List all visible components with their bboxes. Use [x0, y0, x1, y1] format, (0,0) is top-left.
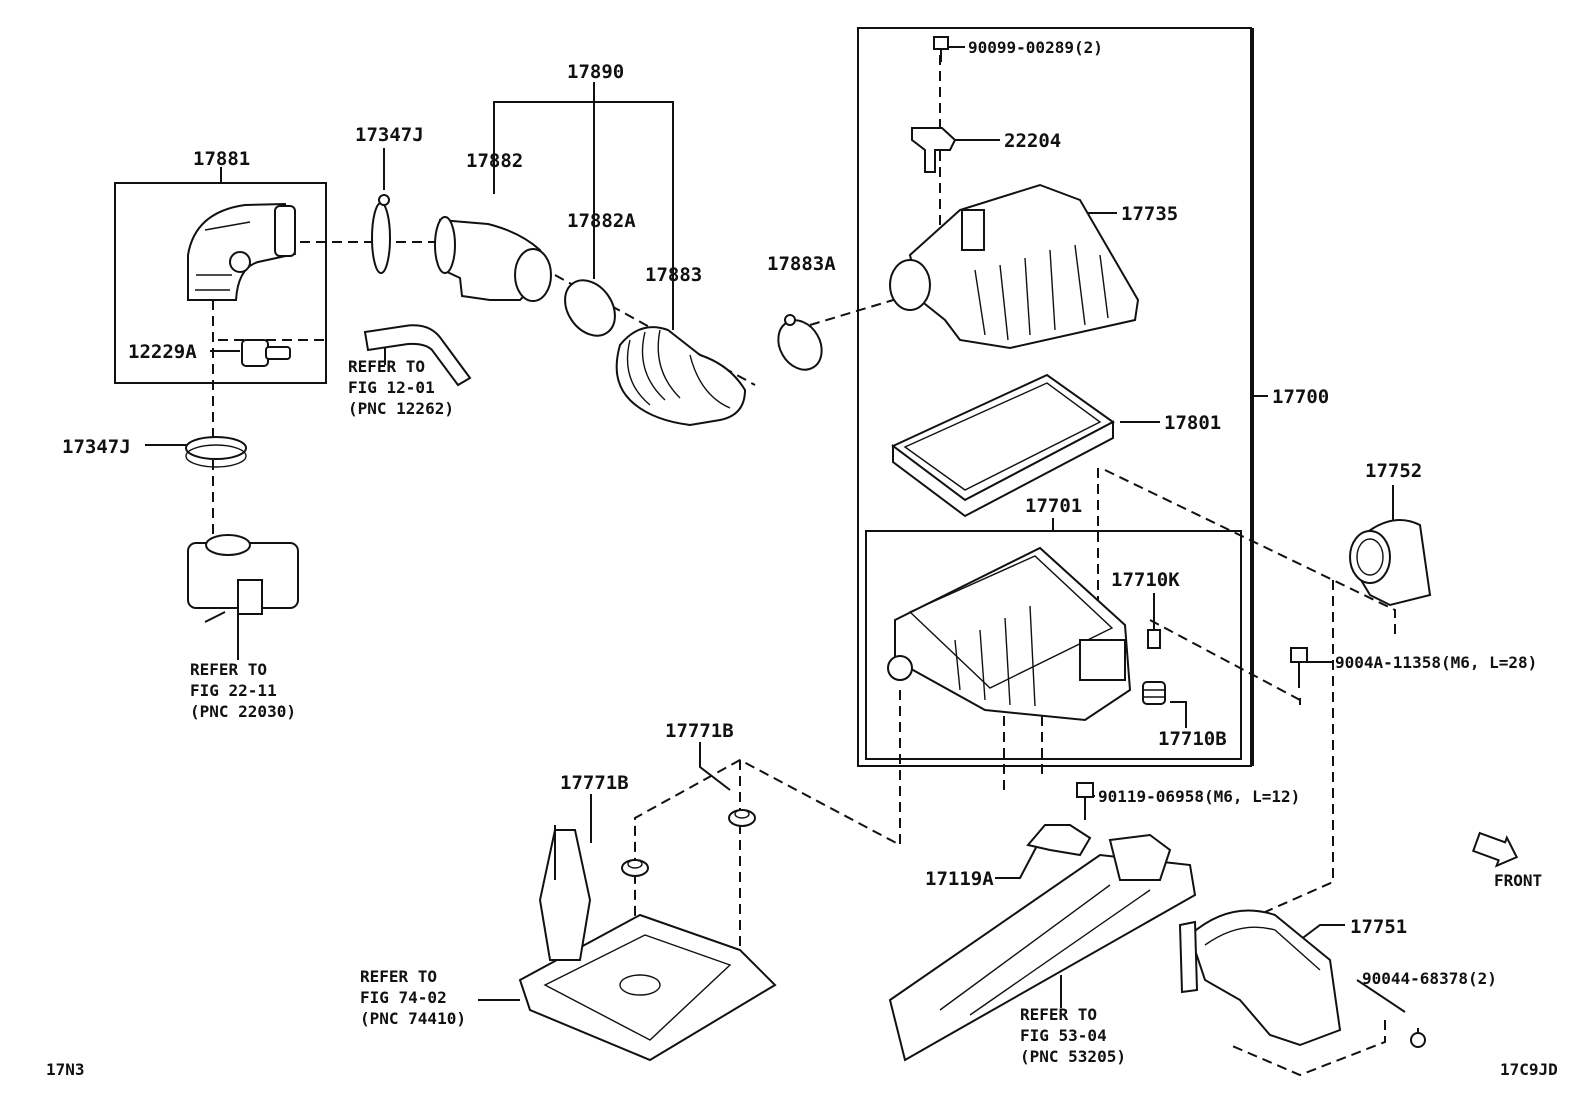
label-17119A: 17119A	[925, 868, 994, 890]
label-17735: 17735	[1121, 203, 1178, 225]
label-17882: 17882	[466, 150, 523, 172]
part-90044-clip	[1410, 1028, 1426, 1048]
label-front: FRONT	[1494, 871, 1542, 890]
label-17771B-a: 17771B	[665, 720, 734, 742]
ref-line: REFER TO	[190, 660, 267, 679]
part-12229A-valve	[241, 339, 291, 367]
ref-note-fig-22-11: REFER TO FIG 22-11 (PNC 22030)	[190, 660, 296, 721]
bracket-17890	[493, 82, 674, 330]
label-17701: 17701	[1025, 495, 1082, 517]
part-17752-duct	[1349, 519, 1432, 607]
part-17883A-clamp	[777, 314, 823, 371]
part-17801-filter	[891, 373, 1115, 518]
part-22204-sensor	[911, 127, 957, 173]
part-throttle-body	[187, 534, 299, 623]
diagram-code-right: 17C9JD	[1500, 1060, 1558, 1079]
ref-note-fig-74-02: REFER TO FIG 74-02 (PNC 74410)	[360, 967, 466, 1028]
label-17751: 17751	[1350, 916, 1407, 938]
part-17882-elbow	[434, 216, 552, 302]
part-17883-hose	[615, 326, 747, 427]
part-17882A-clamp	[564, 279, 616, 337]
label-17710B: 17710B	[1158, 728, 1227, 750]
label-9004A-11358: 9004A-11358(M6, L=28)	[1335, 653, 1537, 672]
front-arrow-icon	[1471, 831, 1519, 868]
ref-line: REFER TO	[348, 357, 425, 376]
part-17881-air-connector	[187, 202, 297, 301]
part-battery-tray	[518, 825, 777, 1062]
part-17119A-bracket	[1026, 824, 1092, 857]
label-90099-00289: 90099-00289(2)	[968, 38, 1103, 57]
ref-line: (PNC 22030)	[190, 702, 296, 721]
label-17883: 17883	[645, 264, 702, 286]
part-17710K-clip	[1147, 629, 1161, 649]
ref-line: FIG 74-02	[360, 988, 447, 1007]
ref-line: (PNC 12262)	[348, 399, 454, 418]
ref-line: (PNC 74410)	[360, 1009, 466, 1028]
group-box-17700	[857, 27, 1252, 767]
diagram-code-left: 17N3	[46, 1060, 85, 1079]
leader-lines	[145, 28, 1406, 1013]
label-17700: 17700	[1272, 386, 1329, 408]
label-17752: 17752	[1365, 460, 1422, 482]
ref-note-fig-12-01: REFER TO FIG 12-01 (PNC 12262)	[348, 357, 454, 418]
part-17771B-grommet-a	[728, 809, 756, 827]
part-90119-bolt	[1076, 782, 1094, 820]
ref-line: FIG 53-04	[1020, 1026, 1107, 1045]
ref-line: FIG 12-01	[348, 378, 435, 397]
label-17347J-left: 17347J	[62, 436, 131, 458]
part-labels: 17881 17347J 17882 17890 17882A 17883 17…	[46, 38, 1558, 1079]
part-17735-cleaner-cap	[889, 183, 1140, 350]
part-17701-cleaner-case	[887, 546, 1132, 722]
label-17801: 17801	[1164, 412, 1221, 434]
label-17347J-top: 17347J	[355, 124, 424, 146]
part-17771B-grommet-b	[621, 859, 649, 877]
ref-note-fig-53-04: REFER TO FIG 53-04 (PNC 53205)	[1020, 1005, 1126, 1066]
part-90099-screw	[933, 36, 949, 62]
label-90044-68378: 90044-68378(2)	[1362, 969, 1497, 988]
ref-line: (PNC 53205)	[1020, 1047, 1126, 1066]
label-17882A: 17882A	[567, 210, 636, 232]
part-radiator-support	[888, 833, 1197, 1062]
label-90119-06958: 90119-06958(M6, L=12)	[1098, 787, 1300, 806]
part-17710B-grommet	[1142, 681, 1166, 705]
label-17890: 17890	[567, 61, 624, 83]
label-17883A: 17883A	[767, 253, 836, 275]
part-17347J-clamp-top	[371, 194, 391, 274]
label-17881: 17881	[193, 148, 250, 170]
label-12229A: 12229A	[128, 341, 197, 363]
ref-line: REFER TO	[360, 967, 437, 986]
part-17751-inlet	[1178, 909, 1342, 1047]
part-9004A-bolt	[1290, 647, 1308, 688]
label-17710K: 17710K	[1111, 569, 1180, 591]
label-17771B-b: 17771B	[560, 772, 629, 794]
label-22204: 22204	[1004, 130, 1061, 152]
ref-line: REFER TO	[1020, 1005, 1097, 1024]
ref-line: FIG 22-11	[190, 681, 277, 700]
part-hose-12262	[363, 324, 472, 387]
part-17347J-clamp-left	[185, 436, 247, 468]
